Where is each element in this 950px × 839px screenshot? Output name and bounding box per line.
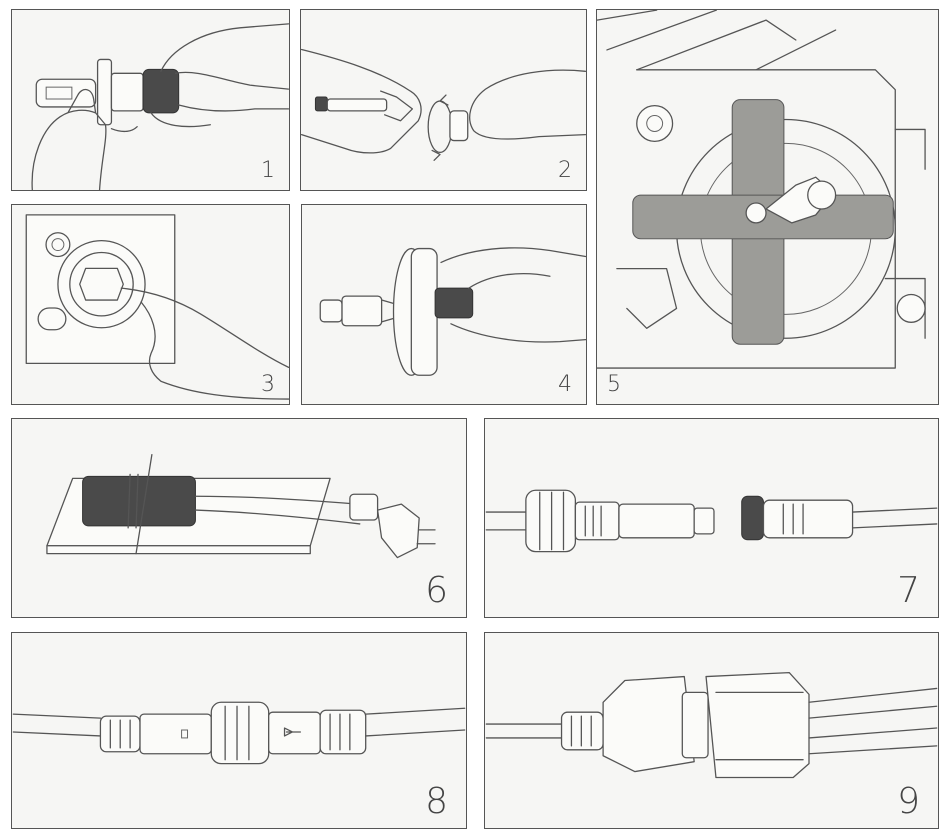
cap-joint [681,691,709,759]
hand-outline [120,287,289,400]
left-nut [525,489,577,553]
rubber-cap [602,675,695,773]
right-boot-ribs [329,713,351,751]
left-plug-body [618,503,695,539]
bulb-body [326,98,388,112]
coupling-housing [705,671,810,779]
left-boot-ribs [109,719,131,749]
adjust-knob [636,104,674,143]
bulb-glass [35,78,97,108]
step-2-panel: 2 [300,9,587,191]
right-socket-ribs [782,503,804,535]
right-boot [319,709,367,755]
step-7-illustration [485,489,938,553]
plug-body [139,713,212,755]
plug-connector [349,493,379,521]
left-hand-outline [31,88,107,190]
disc-rim [410,247,438,376]
left-cable [485,511,527,531]
step-1-panel: 1 [11,9,290,191]
step-4-illustration [319,247,586,376]
right-cables [808,687,938,755]
step-number-1: 1 [261,158,275,183]
step-5-illustration [597,10,926,369]
step-4-panel: 4 [301,204,587,405]
step-8-panel: 8 [11,632,467,829]
vent-slot [37,307,67,331]
plug-prongs [416,529,436,545]
step-number-8: 8 [425,781,448,822]
step-8-illustration [12,701,466,765]
alignment-mark-left [181,729,189,739]
socket-body [268,711,321,755]
coupling-nut [210,701,270,765]
finger-detail [110,126,138,133]
ballast-wires [194,495,361,525]
right-socket-body [762,499,854,539]
socket-lock-tabs [79,267,124,301]
step-3-illustration [25,214,289,400]
side-bolt [896,293,926,323]
coupling-nut-ridges [224,705,250,761]
right-socket-thread [741,495,764,541]
adjust-screw [45,232,71,258]
left-hand-outline [301,48,422,154]
rotation-arrow-ring [427,100,453,154]
step-number-7: 7 [897,570,920,611]
hand-outline [440,247,586,343]
alignment-arrow [283,727,302,737]
connector-face [807,180,837,210]
bulb-connector [314,96,328,112]
step-1-illustration [31,23,289,190]
step-3-panel: 3 [11,204,290,405]
housing-edges [715,691,804,761]
rotation-arrow-heads [431,94,449,161]
step-9-panel: 9 [484,632,939,829]
step-6-illustration [46,453,436,559]
step-number-2: 2 [558,158,572,183]
bulb-tip [319,299,343,323]
left-cable [485,723,563,739]
left-grip [574,501,620,541]
left-plug-tip [693,507,715,535]
sleeve-body [110,72,144,112]
cable-grommet [745,202,767,224]
left-nut-ridges [539,491,565,551]
right-hand-outline [469,69,586,140]
rubber-cover [434,287,474,319]
step-6-panel: 6 [11,418,467,618]
plug-body [376,503,420,559]
step-7-panel: 7 [484,418,939,618]
left-boot [560,711,604,751]
bulb-wiring [380,90,413,122]
step-9-illustration [485,671,938,779]
left-boot-ribs [570,715,592,747]
mounting-flange [96,58,113,126]
adjust-knob-core [646,115,664,132]
bracket-details [616,128,926,339]
right-cable [851,507,938,529]
adjust-screw-core [51,238,65,252]
left-cable [12,713,102,737]
board-edge [46,545,311,555]
bulb-base [341,295,383,327]
rubber-grip [142,68,180,114]
step-number-3: 3 [261,372,275,397]
right-hand-outline [150,23,289,128]
step-number-9: 9 [897,781,920,822]
step-number-4: 4 [558,372,572,397]
cable-tie [127,453,153,555]
socket [449,110,469,142]
right-cable [365,707,466,737]
ballast-unit [82,475,196,527]
headlight-back [597,69,896,369]
engine-bay-lines [597,10,837,71]
step-5-panel: 5 [596,9,939,405]
left-grip-ribs [584,505,602,537]
step-number-5: 5 [607,372,621,397]
step-2-illustration [301,48,586,161]
step-number-6: 6 [425,570,448,611]
bulb-filament [45,86,73,100]
